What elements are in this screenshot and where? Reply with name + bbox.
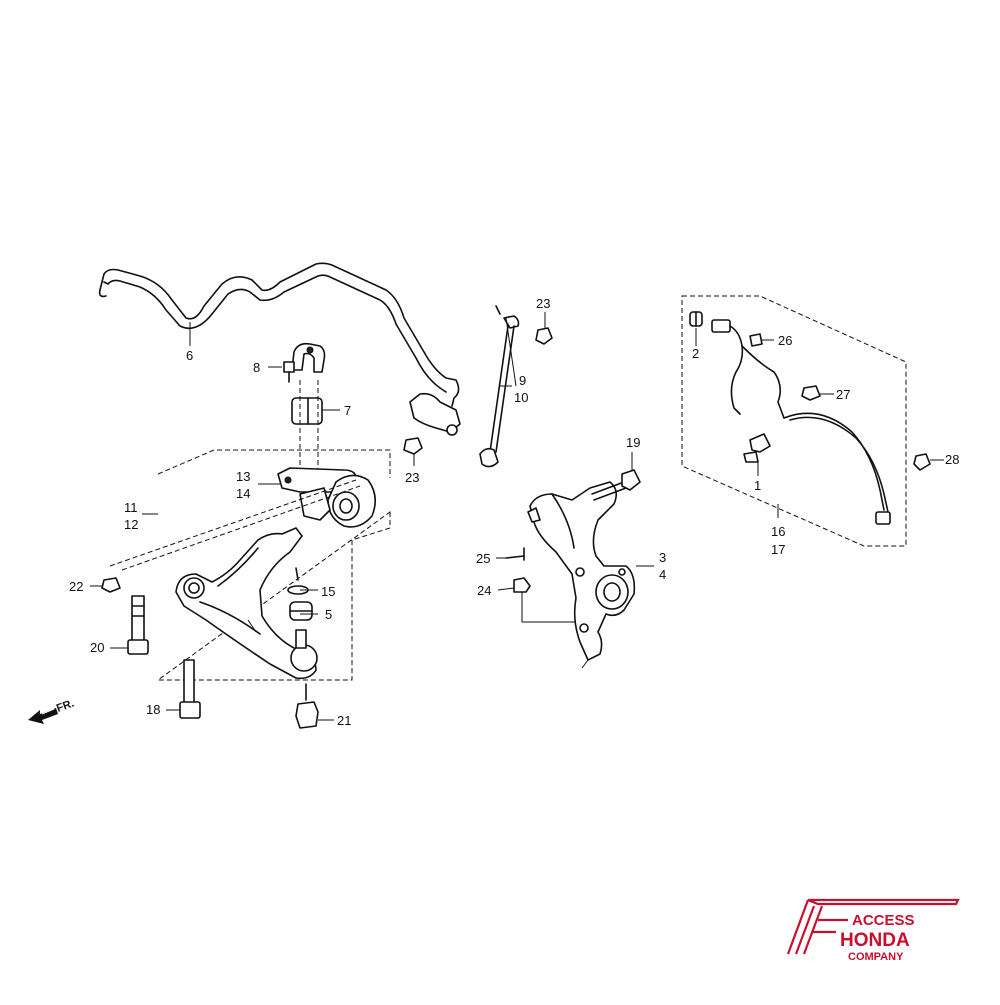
pin-25 bbox=[505, 547, 525, 561]
logo-line-honda: HONDA bbox=[840, 930, 910, 951]
nut-23-lower bbox=[403, 437, 423, 455]
callout-28: 28 bbox=[945, 452, 959, 467]
sensor-grommet-2 bbox=[689, 311, 703, 327]
leader-lines bbox=[90, 312, 944, 721]
lower-arm-bracket bbox=[277, 467, 376, 528]
callout-27: 27 bbox=[836, 387, 850, 402]
lower-arm bbox=[175, 527, 318, 680]
access-honda-logo: ACCESS HONDA COMPANY bbox=[786, 898, 960, 963]
callout-24: 24 bbox=[477, 583, 491, 598]
callout-16: 16 bbox=[771, 524, 785, 539]
callout-13: 13 bbox=[236, 469, 250, 484]
callout-23-lower: 23 bbox=[405, 470, 419, 485]
nut-23-top bbox=[535, 327, 553, 345]
callout-1: 1 bbox=[754, 478, 761, 493]
stabilizer-link bbox=[479, 305, 520, 468]
callout-3: 3 bbox=[659, 550, 666, 565]
callout-19: 19 bbox=[626, 435, 640, 450]
nut-22 bbox=[101, 577, 121, 593]
callout-11: 11 bbox=[124, 500, 138, 515]
sensor-bolt-26 bbox=[749, 333, 763, 347]
logo-line-company: COMPANY bbox=[848, 951, 904, 963]
knuckle bbox=[527, 481, 636, 669]
stabilizer-bar bbox=[98, 262, 461, 436]
callout-14: 14 bbox=[236, 486, 250, 501]
sensor-bolt-28 bbox=[913, 453, 931, 471]
lower-arm-frame bbox=[156, 449, 391, 681]
front-direction-label: FR. bbox=[55, 697, 76, 714]
callout-17: 17 bbox=[771, 542, 785, 557]
dust-boot bbox=[289, 601, 313, 621]
callout-2: 2 bbox=[692, 346, 699, 361]
callout-18: 18 bbox=[146, 702, 160, 717]
bolt-18 bbox=[179, 659, 201, 719]
callout-26: 26 bbox=[778, 333, 792, 348]
logo-line-access: ACCESS bbox=[852, 912, 915, 929]
nut-21 bbox=[295, 683, 319, 729]
callout-21: 21 bbox=[337, 713, 351, 728]
bolt-24 bbox=[513, 577, 576, 623]
callout-5: 5 bbox=[325, 607, 332, 622]
bushing-holder bbox=[283, 342, 326, 383]
sensor-frame bbox=[681, 295, 907, 547]
bolt-19 bbox=[591, 469, 641, 501]
callout-23-top: 23 bbox=[536, 296, 550, 311]
sensor-harness bbox=[711, 319, 891, 525]
callout-25: 25 bbox=[476, 551, 490, 566]
callout-4: 4 bbox=[659, 567, 666, 582]
front-direction-arrow-icon bbox=[28, 708, 58, 724]
callout-9: 9 bbox=[519, 373, 526, 388]
callout-22: 22 bbox=[69, 579, 83, 594]
sensor-nut-27 bbox=[801, 385, 821, 401]
callout-20: 20 bbox=[90, 640, 104, 655]
callout-6: 6 bbox=[186, 348, 193, 363]
bolt-20 bbox=[109, 479, 361, 655]
stabilizer-bushing bbox=[291, 380, 323, 470]
callout-12: 12 bbox=[124, 517, 138, 532]
callout-7: 7 bbox=[344, 403, 351, 418]
callout-8: 8 bbox=[253, 360, 260, 375]
callout-10: 10 bbox=[514, 390, 528, 405]
callout-15: 15 bbox=[321, 584, 335, 599]
